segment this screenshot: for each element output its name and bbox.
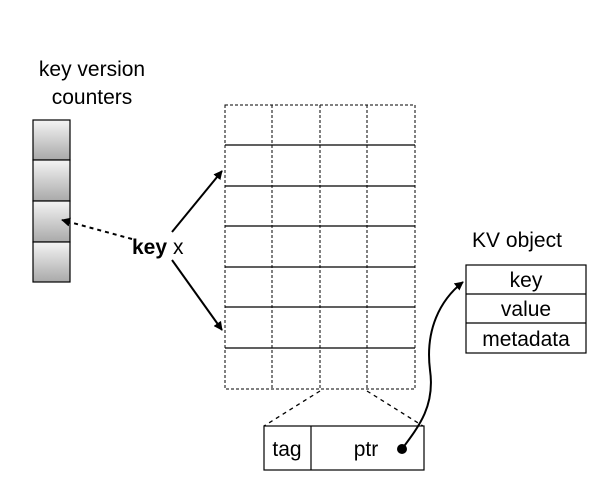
key-label-bold: key (132, 236, 167, 259)
kv-object: key value metadata (465, 264, 587, 354)
slot-detail: tag ptr (263, 425, 425, 471)
kv-object-box (465, 264, 587, 354)
key-to-counter-arrow (61, 217, 133, 240)
counter-cell (32, 119, 71, 161)
kv-field-metadata: metadata (482, 328, 570, 351)
counter-cell (32, 241, 71, 283)
hash-table (224, 104, 416, 390)
slot-zoom-line-right (366, 390, 424, 427)
slot-tag-label: tag (272, 438, 301, 461)
slot-ptr-label: ptr (354, 438, 379, 461)
ptr-to-kv-arrow (401, 281, 464, 450)
kv-field-key: key (510, 269, 543, 292)
key-to-row-arrow-lower (171, 259, 223, 331)
kv-field-value: value (501, 298, 551, 321)
key-label-var: x (173, 236, 184, 259)
counters-title-line1: key version (39, 58, 145, 81)
kv-object-title: KV object (472, 229, 562, 252)
counter-stack (32, 119, 71, 283)
counters-title-line2: counters (52, 86, 133, 109)
counter-cell (32, 200, 71, 243)
counter-cell (32, 159, 71, 202)
key-to-row-arrow-upper (171, 170, 223, 233)
slot-zoom-line-left (263, 390, 321, 427)
